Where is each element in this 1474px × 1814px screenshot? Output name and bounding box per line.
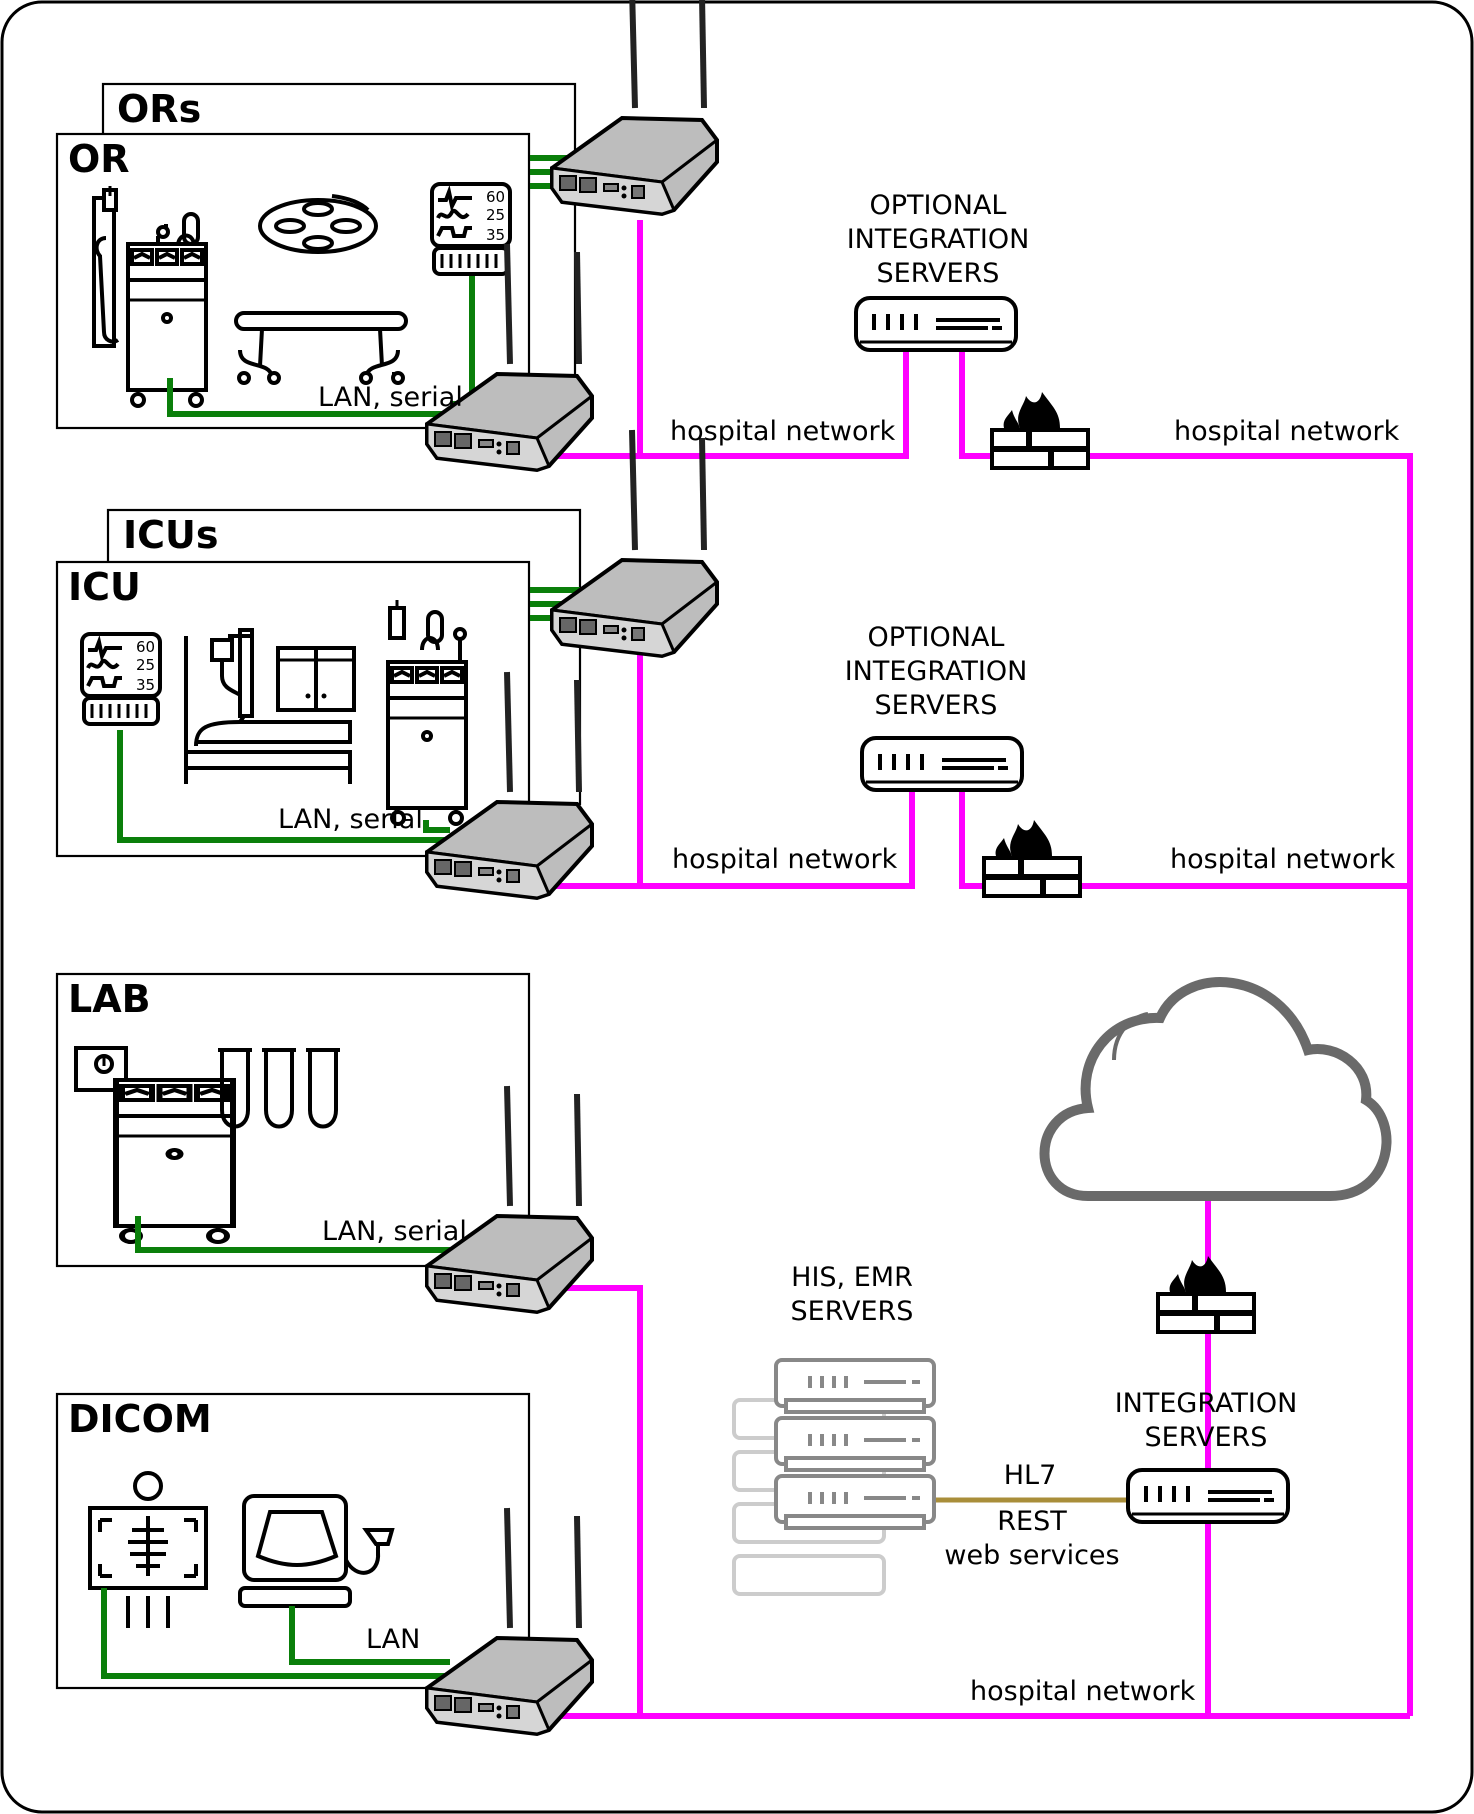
hospital-network-label: hospital network [672, 844, 898, 875]
server-icon [854, 296, 1018, 352]
his-emr-line1: HIS, EMR [791, 1262, 913, 1293]
dicom-lan-label: LAN [366, 1624, 420, 1655]
monitor-value: 35 [136, 676, 155, 694]
surgical-light-icon [258, 194, 378, 254]
hospital-network-label: hospital network [1170, 844, 1396, 875]
monitor-readouts: 60 25 35 60 25 35 [136, 188, 505, 694]
integration-servers-line2: SERVERS [1145, 1422, 1268, 1453]
icu-lan-label: LAN, serial [278, 804, 423, 835]
rest-label: REST [997, 1506, 1067, 1537]
hospital-network-label: hospital network [670, 416, 896, 447]
lab-analyzer-icon [74, 1046, 233, 1242]
hospital-network-lines [550, 220, 1413, 1719]
icus-stack-title: ICUs [123, 513, 219, 557]
optional-servers-2-line2: INTEGRATION [845, 656, 1028, 687]
hospital-network-label: hospital network [1174, 416, 1400, 447]
xray-icon [88, 1471, 208, 1628]
monitor-value: 35 [486, 226, 505, 244]
operating-table-icon [234, 311, 408, 385]
monitor-value: 60 [486, 188, 505, 206]
server-rack-icon [732, 1358, 936, 1596]
monitor-value: 25 [136, 656, 155, 674]
cloud-icon [1039, 977, 1392, 1201]
optional-servers-1-line3: SERVERS [877, 258, 1000, 289]
ors-stack-title: ORs [117, 87, 201, 131]
dicom-title: DICOM [68, 1397, 212, 1441]
his-emr-line2: SERVERS [791, 1296, 914, 1327]
optional-servers-2-line3: SERVERS [875, 690, 998, 721]
monitor-value: 60 [136, 638, 155, 656]
lab-title: LAB [68, 977, 151, 1021]
monitor-value: 25 [486, 206, 505, 224]
server-icon [860, 736, 1024, 792]
or-lan-label: LAN, serial [318, 382, 463, 413]
or-title: OR [68, 137, 130, 181]
integration-servers-line1: INTEGRATION [1115, 1388, 1298, 1419]
anesthesia-machine-icon [92, 186, 208, 408]
test-tubes-icon [218, 1048, 340, 1129]
optional-servers-2-line1: OPTIONAL [868, 622, 1005, 653]
optional-servers-1-line2: INTEGRATION [847, 224, 1030, 255]
hospital-bed-icon [184, 628, 352, 784]
icu-title: ICU [68, 565, 141, 609]
cabinet-icon [276, 646, 356, 712]
optional-servers-1-line1: OPTIONAL [870, 190, 1007, 221]
server-icon [1126, 1468, 1290, 1524]
hospital-network-label: hospital network [970, 1676, 1196, 1707]
anesthesia-machine-icon-icu [386, 600, 468, 826]
lab-lan-label: LAN, serial [322, 1216, 467, 1247]
hl7-label: HL7 [1004, 1460, 1057, 1491]
web-services-label: web services [944, 1540, 1119, 1571]
